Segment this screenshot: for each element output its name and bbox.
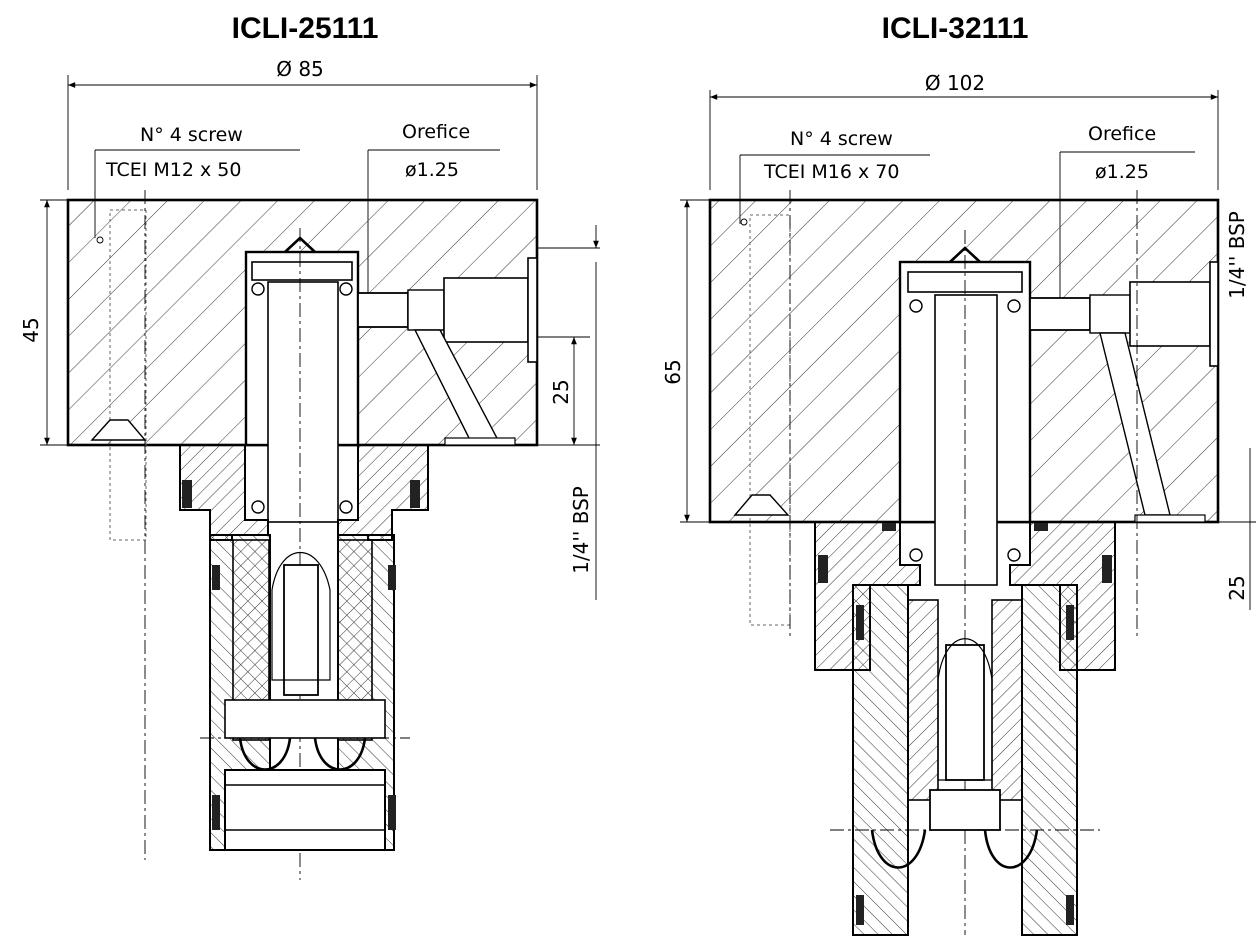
right-orifice-size: ø1.25: [1095, 161, 1149, 183]
right-screw-count: N° 4 screw: [790, 128, 893, 150]
left-drawing: ICLI-25111 Ø 85 N° 4 screw TCEI M12 x 50…: [19, 12, 600, 880]
left-diameter-label: Ø 85: [276, 57, 324, 81]
right-title: ICLI-32111: [882, 12, 1029, 45]
left-height-label: 45: [19, 317, 43, 342]
right-screw-spec: TCEI M16 x 70: [763, 161, 899, 183]
left-screw-spec: TCEI M12 x 50: [105, 159, 241, 181]
left-screw-count: N° 4 screw: [140, 124, 243, 146]
left-title: ICLI-25111: [232, 12, 379, 45]
right-drawing: ICLI-32111 Ø 102 N° 4 screw TCEI M16 x 7…: [661, 12, 1256, 936]
left-orifice-size: ø1.25: [405, 159, 459, 181]
right-diameter-label: Ø 102: [925, 71, 985, 95]
right-port-dim-label: 25: [1225, 575, 1249, 600]
right-thread-label: 1/4'' BSP: [1225, 211, 1249, 299]
right-height-label: 65: [661, 359, 685, 384]
right-orifice-label: Orefice: [1088, 123, 1156, 145]
left-port-dim-label: 25: [549, 379, 573, 404]
left-orifice-label: Orefice: [402, 121, 470, 143]
left-thread-label: 1/4'' BSP: [569, 486, 593, 574]
